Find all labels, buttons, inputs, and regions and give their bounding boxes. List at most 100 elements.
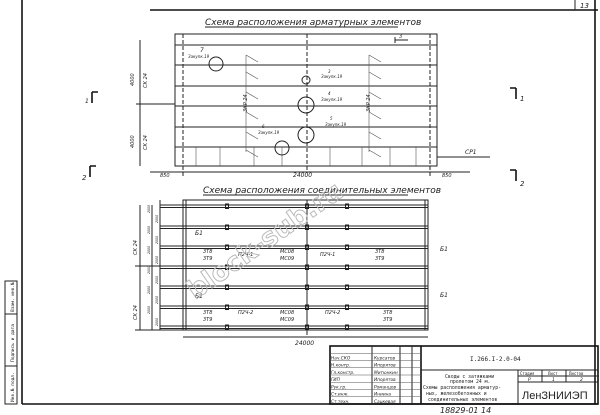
side-mark-right: 3КР 24: [366, 94, 372, 112]
svg-text:3: 3: [399, 34, 402, 40]
svg-text:3Т8: 3Т8: [375, 249, 384, 255]
svg-text:3Т8: 3Т8: [203, 310, 212, 316]
svg-text:4000: 4000: [130, 135, 136, 148]
svg-text:МС08: МС08: [280, 249, 294, 255]
svg-text:СК 24: СК 24: [133, 240, 139, 255]
joint-mark: [345, 304, 349, 310]
dimension-label: 2000: [147, 246, 151, 254]
joint-mark: [345, 264, 349, 270]
plan1-title: Схема расположения арматурных элементов: [205, 18, 421, 28]
plan2-dimensions: СК 24 СК 24 2000 2000 2000 2000 2000 2000 2000…: [133, 200, 428, 347]
svg-text:соединительных элементов: соединительных элементов: [428, 398, 497, 403]
role-label: Н.контр.: [331, 363, 350, 369]
stamp-replace-inv: Взам. инв.№: [10, 282, 16, 312]
svg-text:7: 7: [200, 47, 204, 54]
svg-text:850: 850: [442, 173, 452, 179]
role-label: Ст.техн.: [331, 399, 350, 405]
svg-text:СК 24: СК 24: [133, 305, 139, 320]
svg-text:МС09: МС09: [280, 256, 294, 262]
svg-text:Своды с затяжками: Своды с затяжками: [445, 374, 494, 380]
svg-text:Б1: Б1: [195, 293, 203, 300]
plan1-drawing: [174, 33, 438, 176]
svg-text:3Т9: 3Т9: [203, 256, 212, 262]
joint-mark: [225, 304, 229, 310]
joint-mark: [345, 224, 349, 230]
svg-text:4: 4: [328, 91, 331, 96]
svg-text:Б1: Б1: [195, 230, 203, 237]
plan2-title: Схема расположения соединительных элемен…: [203, 186, 441, 196]
svg-text:3Т9: 3Т9: [203, 317, 212, 323]
dimension-label: 2000: [147, 306, 151, 314]
joint-mark: [225, 203, 229, 209]
plan1-dimensions: 24000 850 850 4000 СК 24 4000 СК 24 СР1: [130, 40, 490, 179]
dimension-label: 2000: [155, 318, 159, 326]
signer-name: Курсатов: [374, 355, 395, 361]
svg-text:3: 3: [328, 69, 331, 74]
svg-text:Закупк.19: Закупк.19: [258, 130, 280, 135]
svg-text:3Т9: 3Т9: [383, 317, 392, 323]
dimension-label: 2000: [155, 215, 159, 223]
svg-text:Лист: Лист: [548, 371, 558, 376]
plan2-drawing: [160, 199, 429, 335]
sheet-number: 13: [580, 2, 589, 10]
svg-text:П2Ч-2: П2Ч-2: [238, 310, 253, 316]
svg-text:6: 6: [262, 124, 265, 129]
svg-text:П2Ч-2: П2Ч-2: [325, 310, 340, 316]
joint-mark: [345, 203, 349, 209]
svg-text:24000: 24000: [295, 340, 314, 347]
svg-text:1: 1: [85, 98, 89, 105]
drawing-code: I.266.I-2.0-04: [470, 356, 521, 363]
signer-name: Ипорятов: [374, 363, 396, 369]
joint-mark: [305, 304, 309, 310]
stamp-signature-date: Подпись и дата: [10, 324, 16, 362]
side-mark-left: 3КР 24: [243, 94, 249, 112]
joint-mark: [305, 203, 309, 209]
svg-text:850: 850: [160, 173, 170, 179]
svg-text:3Т9: 3Т9: [375, 256, 384, 262]
joint-mark: [345, 324, 349, 330]
plan2-labels: Б1 Б1 Б1 Б1 3Т8 3Т9 П2Ч-1 МС08 МС09 П2Ч-…: [195, 230, 448, 323]
svg-text:5: 5: [330, 116, 333, 121]
signer-name: Сацкевая: [374, 399, 396, 405]
role-label: Ст.инж.: [331, 392, 349, 398]
svg-text:3Т8: 3Т8: [203, 249, 212, 255]
svg-text:24000: 24000: [293, 172, 312, 179]
dimension-label: 2000: [147, 266, 151, 274]
svg-text:ных, железобетонных и: ных, железобетонных и: [426, 390, 487, 397]
role-label: Нач.СКО: [331, 355, 351, 361]
role-label: ГИП: [331, 377, 341, 383]
svg-text:СК 24: СК 24: [143, 73, 149, 88]
joint-mark: [305, 224, 309, 230]
role-label: Гл.констр.: [331, 370, 355, 376]
joint-mark: [225, 224, 229, 230]
signer-name: Ипорятов: [374, 377, 396, 383]
cp1-label: СР1: [465, 149, 477, 156]
joint-mark: [225, 324, 229, 330]
joint-mark: [225, 264, 229, 270]
svg-text:4000: 4000: [130, 73, 136, 86]
role-label: Рук.гр.: [331, 384, 346, 390]
dimension-label: 2000: [147, 205, 151, 213]
signer-name: Иниина: [374, 392, 391, 398]
stamp-inv-number: Инв.№ подл.: [10, 372, 16, 402]
svg-text:Закупк.19: Закупк.19: [321, 74, 343, 79]
svg-text:Р: Р: [528, 377, 531, 383]
joint-mark: [345, 284, 349, 290]
joint-mark: [305, 244, 309, 250]
svg-text:СК 24: СК 24: [143, 135, 149, 150]
svg-text:Закупк.19: Закупк.19: [321, 97, 343, 102]
svg-text:Листов: Листов: [569, 371, 583, 376]
svg-text:Стадия: Стадия: [520, 371, 534, 376]
svg-text:1: 1: [552, 377, 555, 383]
svg-text:Закупк.19: Закупк.19: [188, 54, 210, 59]
svg-text:пролетом 24 м.: пролетом 24 м.: [450, 379, 490, 385]
svg-text:2: 2: [580, 377, 583, 383]
archive-number: 18829-01 14: [440, 406, 491, 415]
svg-text:П2Ч-1: П2Ч-1: [238, 252, 253, 258]
svg-text:Б1: Б1: [440, 292, 448, 299]
dimension-label: 2000: [147, 226, 151, 234]
svg-text:Закупк.19: Закупк.19: [325, 122, 347, 127]
joint-mark: [305, 284, 309, 290]
